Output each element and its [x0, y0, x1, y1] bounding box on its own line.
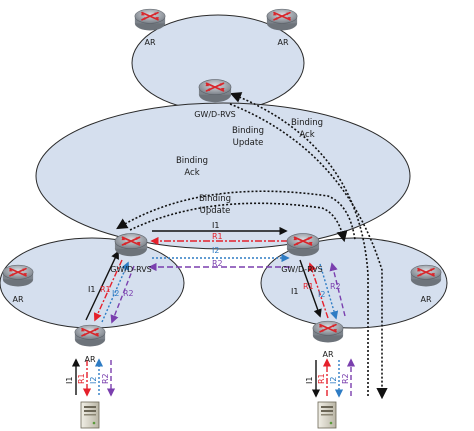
msg-R1-left-diagonal [93, 259, 123, 322]
binding-update-upper-line2: Update [233, 138, 264, 148]
router-icon [74, 324, 106, 348]
router-icon [198, 78, 232, 104]
router-icon [286, 232, 320, 258]
msg-R1-right-diagonal [308, 262, 329, 319]
label-I1-left: I1 [88, 285, 95, 294]
label-R1-right: R1 [303, 282, 314, 291]
binding-path-lower-outer [116, 190, 356, 241]
msg-R2-right-diagonal [329, 262, 346, 317]
router-icon [2, 264, 34, 288]
binding-path-upper-inner [229, 103, 388, 400]
label-R2-left-vertical: R2 [101, 373, 110, 384]
binding-ack-upper-line2: Ack [299, 130, 314, 140]
router-top-left: AR [134, 8, 166, 47]
label-R1-right-vertical: R1 [317, 373, 326, 384]
label-I2-left-vertical: I2 [89, 377, 98, 384]
router-bottom-left-label: AR [84, 355, 95, 364]
binding-update-upper-line1: Binding [232, 126, 264, 136]
router-bottom-left: AR [74, 324, 106, 364]
router-bottom-right: AR [312, 320, 344, 359]
router-left-ar-label: AR [12, 295, 23, 304]
router-icon [410, 264, 442, 288]
router-gw-top: GW/D-RVS [194, 78, 236, 119]
router-right-ar: AR [410, 264, 442, 304]
server-icon-right [317, 401, 337, 429]
label-R2-left: R2 [123, 289, 134, 298]
router-right-ar-label: AR [420, 295, 431, 304]
binding-update-lower-line2: Update [200, 206, 231, 216]
binding-update-lower-line1: Binding [199, 194, 231, 204]
binding-ack-lower-line2: Ack [184, 168, 199, 178]
router-bottom-right-label: AR [322, 350, 333, 359]
label-R2-horizontal: R2 [212, 259, 223, 268]
msg-R2-left-diagonal [110, 265, 135, 324]
label-I2-left: I2 [112, 289, 119, 298]
router-gw-left: GW/D-RVS [110, 232, 152, 274]
binding-ack-upper-line1: Binding [291, 118, 323, 128]
msg-I1-right-diagonal [299, 259, 322, 318]
binding-path-upper-outer [229, 92, 369, 396]
label-I1-right-vertical: I1 [305, 377, 314, 384]
router-gw-top-label: GW/D-RVS [194, 110, 236, 119]
msg-I1-left-diagonal [85, 250, 119, 321]
label-R1-horizontal: R1 [212, 232, 223, 241]
router-icon [134, 8, 166, 32]
router-top-right: AR [266, 8, 298, 47]
router-top-right-label: AR [277, 38, 288, 47]
router-gw-right: GW/D-RVS [281, 232, 323, 274]
msg-I2-right-diagonal [319, 263, 339, 320]
router-icon [266, 8, 298, 32]
label-I2-right-vertical: I2 [329, 377, 338, 384]
binding-path-lower-inner [129, 202, 348, 243]
label-R1-left-vertical: R1 [77, 373, 86, 384]
label-I2-right: I2 [318, 290, 325, 299]
label-R2-right: R2 [330, 282, 341, 291]
router-gw-right-label: GW/D-RVS [281, 265, 323, 274]
label-R1-left: R1 [100, 285, 111, 294]
label-I1-horizontal: I1 [212, 221, 219, 230]
label-I1-right: I1 [291, 287, 298, 296]
label-I1-left-vertical: I1 [65, 377, 74, 384]
router-top-left-label: AR [144, 38, 155, 47]
router-icon [312, 320, 344, 344]
router-left-ar: AR [2, 264, 34, 304]
server-icon-left [80, 401, 100, 429]
binding-ack-lower-line1: Binding [176, 156, 208, 166]
router-icon [114, 232, 148, 258]
msg-I2-left-diagonal [101, 261, 130, 323]
label-R2-right-vertical: R2 [341, 373, 350, 384]
label-I2-horizontal: I2 [212, 246, 219, 255]
router-gw-left-label: GW/D-RVS [110, 265, 152, 274]
core-network-cloud [35, 102, 411, 250]
